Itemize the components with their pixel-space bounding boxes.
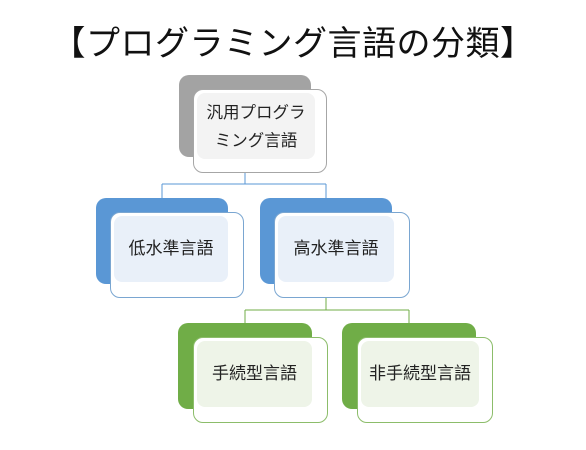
low-level-node-label: 低水準言語	[128, 239, 214, 259]
high-level-node-label: 高水準言語	[293, 239, 379, 259]
non-procedural-node-label: 非手続型言語	[369, 364, 471, 384]
root-node-label-line2: ミング言語	[214, 131, 298, 150]
procedural-node-label: 手続型言語	[212, 364, 297, 384]
procedural-node: 手続型言語	[197, 341, 312, 407]
high-level-node: 高水準言語	[278, 216, 394, 282]
non-procedural-node: 非手続型言語	[361, 341, 479, 407]
root-node-label-line1: 汎用プログラ	[206, 103, 306, 122]
low-level-node: 低水準言語	[114, 216, 228, 282]
root-node: 汎用プログラ ミング言語	[197, 93, 315, 159]
diagram-title: 【プログラミング言語の分類】	[51, 24, 535, 64]
